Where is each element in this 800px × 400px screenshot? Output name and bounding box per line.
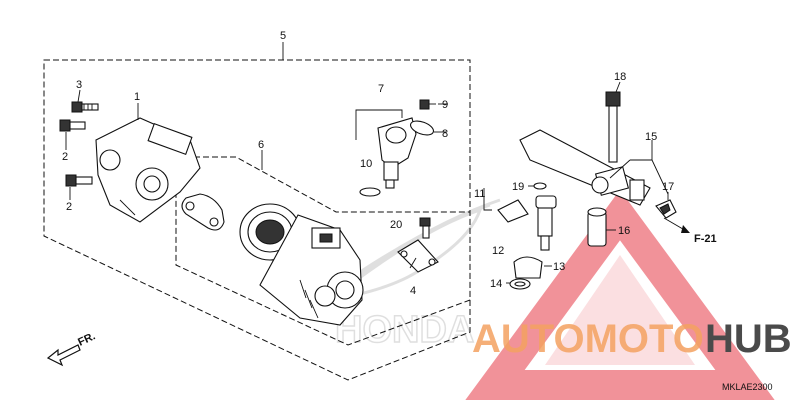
callout-14: 14 (490, 278, 502, 290)
o-ring-19 (533, 182, 547, 190)
honda-faint-text: HONDA (335, 309, 474, 351)
screw-2-lower (65, 174, 93, 187)
clip-17 (655, 199, 677, 219)
gasket (181, 193, 225, 231)
watermark-text-dark: HUB (705, 317, 792, 361)
front-arrow-icon (46, 344, 81, 367)
screw-9 (419, 99, 436, 110)
callout-2-upper: 2 (62, 151, 68, 163)
callout-13: 13 (553, 261, 565, 273)
o-ring-8 (409, 120, 435, 136)
callout-8: 8 (442, 128, 448, 140)
cylinder-16 (587, 207, 607, 247)
callout-2-lower: 2 (66, 201, 72, 213)
callout-18: 18 (614, 71, 626, 83)
diagram-code: MKLAE2300 (722, 382, 773, 392)
throttle-body-6 (239, 203, 364, 326)
o-ring-10 (359, 187, 381, 197)
screw-2-upper (59, 119, 86, 132)
fuel-rail-15 (519, 129, 651, 206)
front-label: FR. (76, 330, 97, 348)
callout-6: 6 (258, 139, 264, 151)
sensor-7 (377, 117, 417, 189)
callout-20: 20 (390, 219, 402, 231)
callout-5: 5 (280, 30, 286, 42)
seal-14 (509, 278, 531, 290)
warning-triangle-icon (465, 189, 775, 400)
callout-17: 17 (662, 181, 674, 193)
callout-3: 3 (76, 79, 82, 91)
honda-watermark: HONDA (329, 198, 501, 352)
callout-7: 7 (378, 83, 384, 95)
callout-10: 10 (360, 158, 372, 170)
f21-reference-label: F-21 (694, 233, 717, 245)
callout-4: 4 (410, 285, 416, 297)
cap-13 (513, 256, 543, 279)
bolt-18 (605, 91, 621, 163)
screw-20 (419, 217, 431, 239)
assembly-outline-5 (43, 59, 471, 381)
callout-15: 15 (645, 131, 657, 143)
watermark-text-orange: AUTOMOTO (472, 317, 704, 361)
callout-11: 11 (474, 188, 485, 200)
injector-11 (497, 195, 557, 251)
callout-19: 19 (512, 181, 524, 193)
automotohub-watermark: AUTOMOTO HUB (472, 317, 792, 361)
callout-16: 16 (618, 225, 630, 237)
assembly-outline-6 (175, 156, 471, 346)
screw-3 (71, 101, 99, 113)
arrow-right-icon (663, 217, 690, 233)
callout-9: 9 (442, 99, 448, 111)
throttle-cover-1 (95, 117, 201, 223)
callout-12: 12 (492, 245, 504, 257)
callout-1: 1 (134, 91, 140, 103)
